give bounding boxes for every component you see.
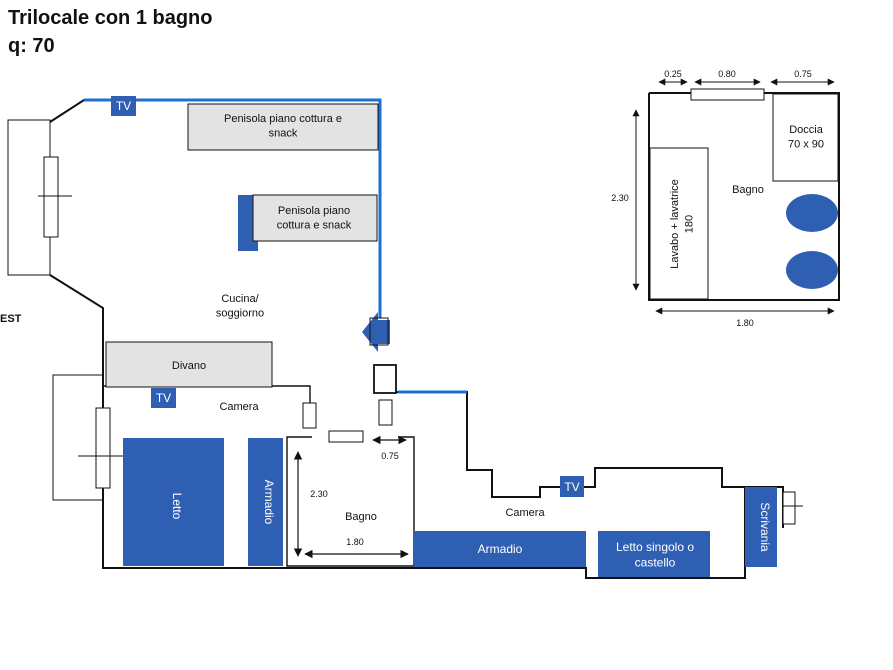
bath-width-label: 1.80 — [346, 537, 364, 547]
bedroom2-label: Camera — [505, 507, 545, 519]
bath-window — [328, 430, 364, 443]
tv-icon-kitchen — [111, 96, 136, 116]
entrance-door — [369, 317, 389, 346]
detail-room-label: Bagno — [732, 184, 764, 196]
bath-door-label: 0.75 — [381, 451, 399, 461]
plan-area: q: 70 — [8, 35, 55, 57]
bedroom-top-wall — [103, 385, 311, 403]
bathroom-label: Bagno — [345, 511, 377, 523]
bath-height-label: 2.30 — [310, 489, 328, 499]
detail-bidet — [786, 251, 838, 289]
tv-icon-bedroom2 — [560, 476, 584, 497]
wardrobe-horizontal-label: Armadio — [478, 542, 523, 556]
lower-window-sash — [95, 407, 111, 489]
detail-dim-bottom-label: 1.80 — [736, 318, 754, 328]
detail-sink — [649, 147, 709, 300]
tv-kitchen-label: TV — [116, 99, 131, 113]
tv-icon-bedroom — [151, 388, 176, 408]
bathroom-door — [378, 399, 393, 426]
plan-header: Trilocale con 1 bagno q: 70 — [8, 4, 213, 60]
bed — [123, 438, 224, 566]
bed-label: Letto — [170, 493, 184, 520]
water-line-kitchen — [84, 98, 382, 318]
entrance-arrow-icon — [362, 312, 390, 352]
desk — [745, 487, 777, 567]
detail-dim-top-right-label: 0.75 — [794, 69, 812, 79]
single-bed — [598, 531, 710, 577]
detail-shower — [772, 93, 839, 182]
corridor-door — [373, 364, 397, 394]
peninsula-1 — [187, 103, 379, 151]
bedroom1-label: Camera — [219, 401, 259, 413]
sofa — [105, 341, 273, 388]
peninsula-2 — [252, 194, 378, 242]
sofa-label: Divano — [172, 360, 206, 372]
detail-dim-side-label: 2.30 — [611, 193, 629, 203]
kitchen-label: Cucina/soggiorno — [216, 293, 264, 319]
desk-window — [782, 491, 796, 525]
wardrobe-vertical-label: Armadio — [262, 480, 276, 525]
wardrobe-horizontal — [414, 531, 586, 567]
wardrobe-vertical — [248, 438, 283, 566]
bedroom2-top-wall — [584, 467, 745, 488]
detail-dim-top-mid-label: 0.80 — [718, 69, 736, 79]
tv-bedroom-label: TV — [156, 391, 171, 405]
plan-title: Trilocale con 1 bagno — [8, 7, 213, 29]
detail-window — [690, 88, 765, 101]
cut-label: EST — [0, 313, 22, 325]
bathroom-walls — [286, 436, 415, 567]
left-window-sash — [43, 156, 59, 238]
detail-dim-top-left-label: 0.25 — [664, 69, 682, 79]
tv-bedroom2-label: TV — [564, 480, 579, 494]
corridor-wall — [386, 391, 560, 498]
bedroom-door — [302, 402, 317, 429]
detail-toilet — [786, 194, 838, 232]
detail-bath-walls — [648, 92, 840, 301]
desk-label: Scrivania — [758, 502, 772, 552]
